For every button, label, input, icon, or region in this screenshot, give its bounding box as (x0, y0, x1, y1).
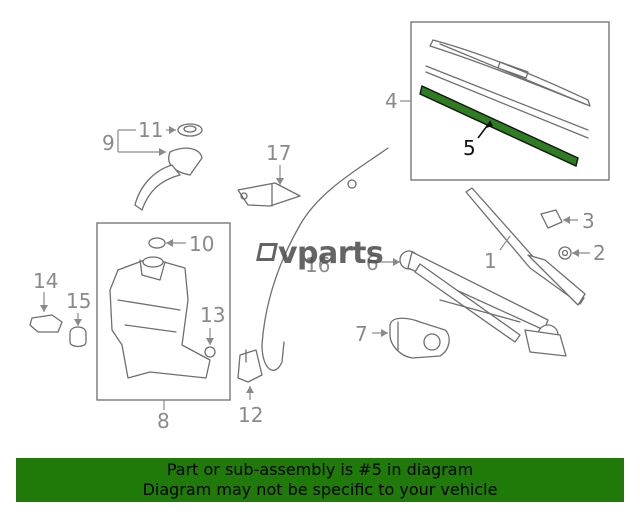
reservoir-cap[interactable] (148, 237, 166, 249)
callout-11: 11 (138, 118, 163, 142)
info-banner: Part or sub-assembly is #5 in diagram Di… (16, 458, 624, 502)
parts-diagram: 4 5 16 1 3 2 (29, 21, 610, 433)
callout-1: 1 (484, 249, 497, 273)
washer-hose[interactable] (261, 147, 389, 371)
wiper-linkage[interactable] (399, 250, 567, 357)
callout-13: 13 (200, 303, 225, 327)
filler-cap[interactable] (177, 123, 203, 137)
callout-14: 14 (33, 269, 58, 293)
banner-line-1: Part or sub-assembly is #5 in diagram (166, 460, 474, 479)
watermark-logo: vparts (256, 236, 384, 271)
callout-15: 15 (66, 289, 91, 313)
callout-2: 2 (593, 241, 606, 265)
callout-10: 10 (189, 232, 214, 256)
pivot-cap[interactable] (540, 209, 563, 229)
callout-16: 16 (305, 253, 330, 277)
pivot-nut[interactable] (558, 246, 572, 260)
washer-reservoir[interactable] (109, 256, 211, 379)
wiper-motor[interactable] (389, 317, 450, 359)
grommet-15[interactable] (69, 326, 87, 348)
callout-12: 12 (238, 403, 263, 427)
callout-8: 8 (157, 409, 170, 433)
callout-17: 17 (266, 141, 291, 165)
logo-mark-icon (256, 243, 278, 261)
washer-pump[interactable] (237, 349, 263, 383)
wiper-arm[interactable] (465, 187, 586, 306)
watermark-text: vparts (278, 236, 384, 271)
hose-bracket[interactable] (237, 182, 301, 207)
level-sensor[interactable] (29, 314, 63, 333)
callout-9: 9 (102, 131, 115, 155)
callout-6: 6 (366, 251, 379, 275)
banner-line-2: Diagram may not be specific to your vehi… (142, 480, 498, 499)
grommet-13[interactable] (204, 346, 216, 358)
filler-neck[interactable] (134, 147, 203, 211)
wiper-blade[interactable] (425, 39, 591, 139)
callout-3: 3 (582, 209, 595, 233)
wiper-blade-refill-highlighted[interactable] (419, 85, 579, 167)
callout-4: 4 (385, 89, 398, 113)
callout-5: 5 (463, 136, 476, 160)
callout-7: 7 (355, 322, 368, 346)
